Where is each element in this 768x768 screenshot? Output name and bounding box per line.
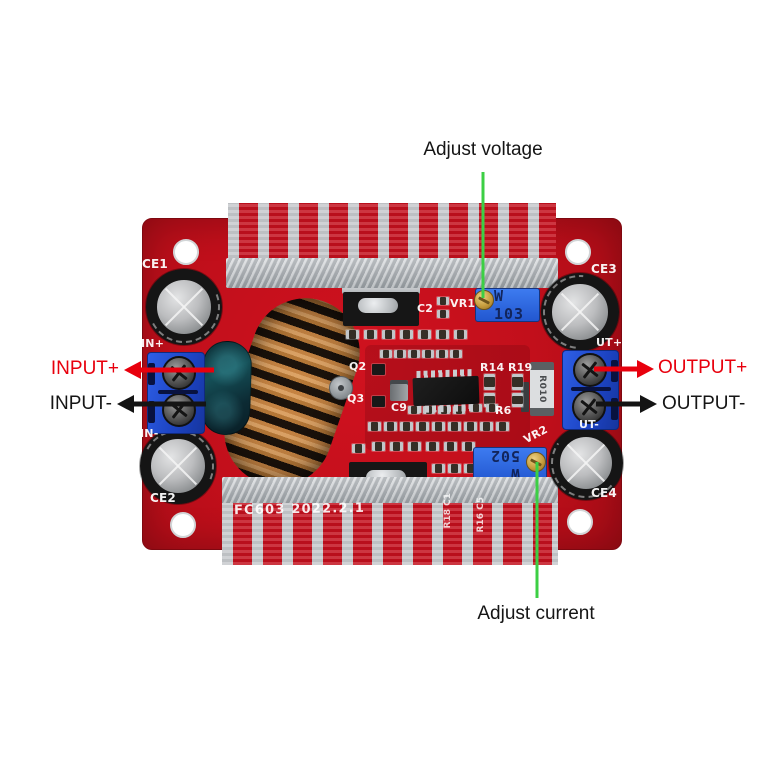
mounting-hole — [170, 512, 196, 538]
output-minus-screw — [572, 390, 606, 424]
silkscreen-in-minus: IN- — [140, 427, 159, 440]
metal-standoff — [329, 376, 353, 400]
smd-chip — [372, 442, 385, 451]
output-plus-arrow-head — [637, 360, 654, 378]
output-minus-arrow-head — [640, 395, 657, 413]
silkscreen-ce1: CE1 — [142, 257, 168, 271]
smd-chip — [400, 422, 413, 431]
adjust-current-label: Adjust current — [477, 603, 595, 624]
smd-chip — [436, 330, 449, 339]
smd-chip — [384, 422, 397, 431]
input-minus-arrow-head — [117, 395, 134, 413]
smd-chip — [512, 393, 523, 407]
heatsink-bottom-fins — [222, 503, 558, 565]
silkscreen-out-plus: UT+ — [596, 336, 623, 349]
input-terminal-block — [147, 352, 205, 434]
input-plus-label: INPUT+ — [50, 358, 119, 379]
smd-chip — [432, 464, 445, 473]
silkscreen-ce3: CE3 — [591, 262, 617, 276]
smd-chip — [390, 442, 403, 451]
smd-chip — [496, 422, 509, 431]
smd-chip — [346, 330, 359, 339]
smd-chip — [437, 297, 449, 305]
smd-chip — [394, 350, 406, 358]
heatsink-bottom-base — [222, 477, 558, 505]
output-minus-label: OUTPUT- — [662, 393, 746, 414]
smd-chip — [422, 350, 434, 358]
smd-chip — [352, 444, 365, 453]
solder-blob-top — [358, 298, 398, 313]
mounting-hole — [173, 239, 199, 265]
smd-chip — [426, 442, 439, 451]
silkscreen-c2: C2 — [417, 302, 434, 315]
smd-chip — [382, 330, 395, 339]
smd-chip — [448, 464, 461, 473]
silkscreen-ce4: CE4 — [591, 486, 617, 500]
shunt-resistor: R010 — [530, 362, 554, 416]
smd-chip — [408, 406, 420, 414]
smd-chip — [437, 310, 449, 318]
smd-chip — [364, 330, 377, 339]
terminal-groove — [158, 390, 198, 394]
voltage-trimmer-label: W 103 — [494, 287, 525, 323]
smd-chip — [436, 350, 448, 358]
smd-chip — [450, 350, 462, 358]
output-plus-label: OUTPUT+ — [658, 357, 748, 378]
silkscreen-r6: R6 — [495, 404, 512, 417]
smd-chip — [380, 350, 392, 358]
smd-chip — [480, 422, 493, 431]
wire-slot — [148, 401, 155, 423]
silkscreen-vr1: VR1 — [450, 297, 476, 310]
smd-chip — [484, 393, 495, 407]
smd-chip — [464, 464, 477, 473]
input-minus-label: INPUT- — [49, 393, 112, 414]
transistor-q3 — [372, 396, 385, 407]
smd-chip — [486, 404, 498, 412]
smd-chip — [416, 422, 429, 431]
wire-slot — [148, 363, 155, 385]
heatsink-top-base — [226, 258, 558, 288]
mounting-hole — [567, 509, 593, 535]
smd-chip — [512, 374, 523, 390]
silkscreen-in-plus: IN+ — [141, 337, 165, 350]
smd-chip — [408, 442, 421, 451]
smd-chip — [462, 442, 475, 451]
heatsink-top-fins — [228, 203, 556, 261]
silkscreen-q2: Q2 — [349, 360, 367, 373]
smd-chip — [400, 330, 413, 339]
smd-bar — [521, 382, 529, 412]
smd-chip — [418, 330, 431, 339]
terminal-groove — [571, 387, 611, 391]
smd-chip — [432, 422, 445, 431]
input-minus-screw — [162, 393, 196, 427]
input-plus-arrow-head — [124, 361, 141, 379]
smd-chip — [454, 330, 467, 339]
transistor-q2 — [372, 364, 385, 375]
smd-chip — [448, 422, 461, 431]
capacitor-ce1 — [137, 260, 231, 354]
mounting-hole — [565, 239, 591, 265]
silkscreen-r14: R14 — [480, 361, 505, 374]
silkscreen-ce2: CE2 — [150, 491, 176, 505]
smd-chip — [464, 422, 477, 431]
capacitor-c9 — [390, 380, 408, 401]
silkscreen-q3: Q3 — [347, 392, 365, 405]
silkscreen-c9: C9 — [391, 401, 408, 414]
adjust-voltage-label: Adjust voltage — [423, 139, 543, 160]
capacitor-ce3 — [527, 259, 633, 365]
input-plus-screw — [162, 356, 196, 390]
capacitor-ce4 — [545, 422, 627, 504]
silkscreen-r19: R19 — [508, 361, 533, 374]
smd-chip — [470, 404, 482, 412]
smd-chip — [368, 422, 381, 431]
wire-slot — [611, 398, 618, 420]
smd-chip — [408, 350, 420, 358]
smd-chip — [444, 442, 457, 451]
silkscreen-out-minus: UT- — [579, 418, 599, 431]
smd-chip — [484, 374, 495, 390]
